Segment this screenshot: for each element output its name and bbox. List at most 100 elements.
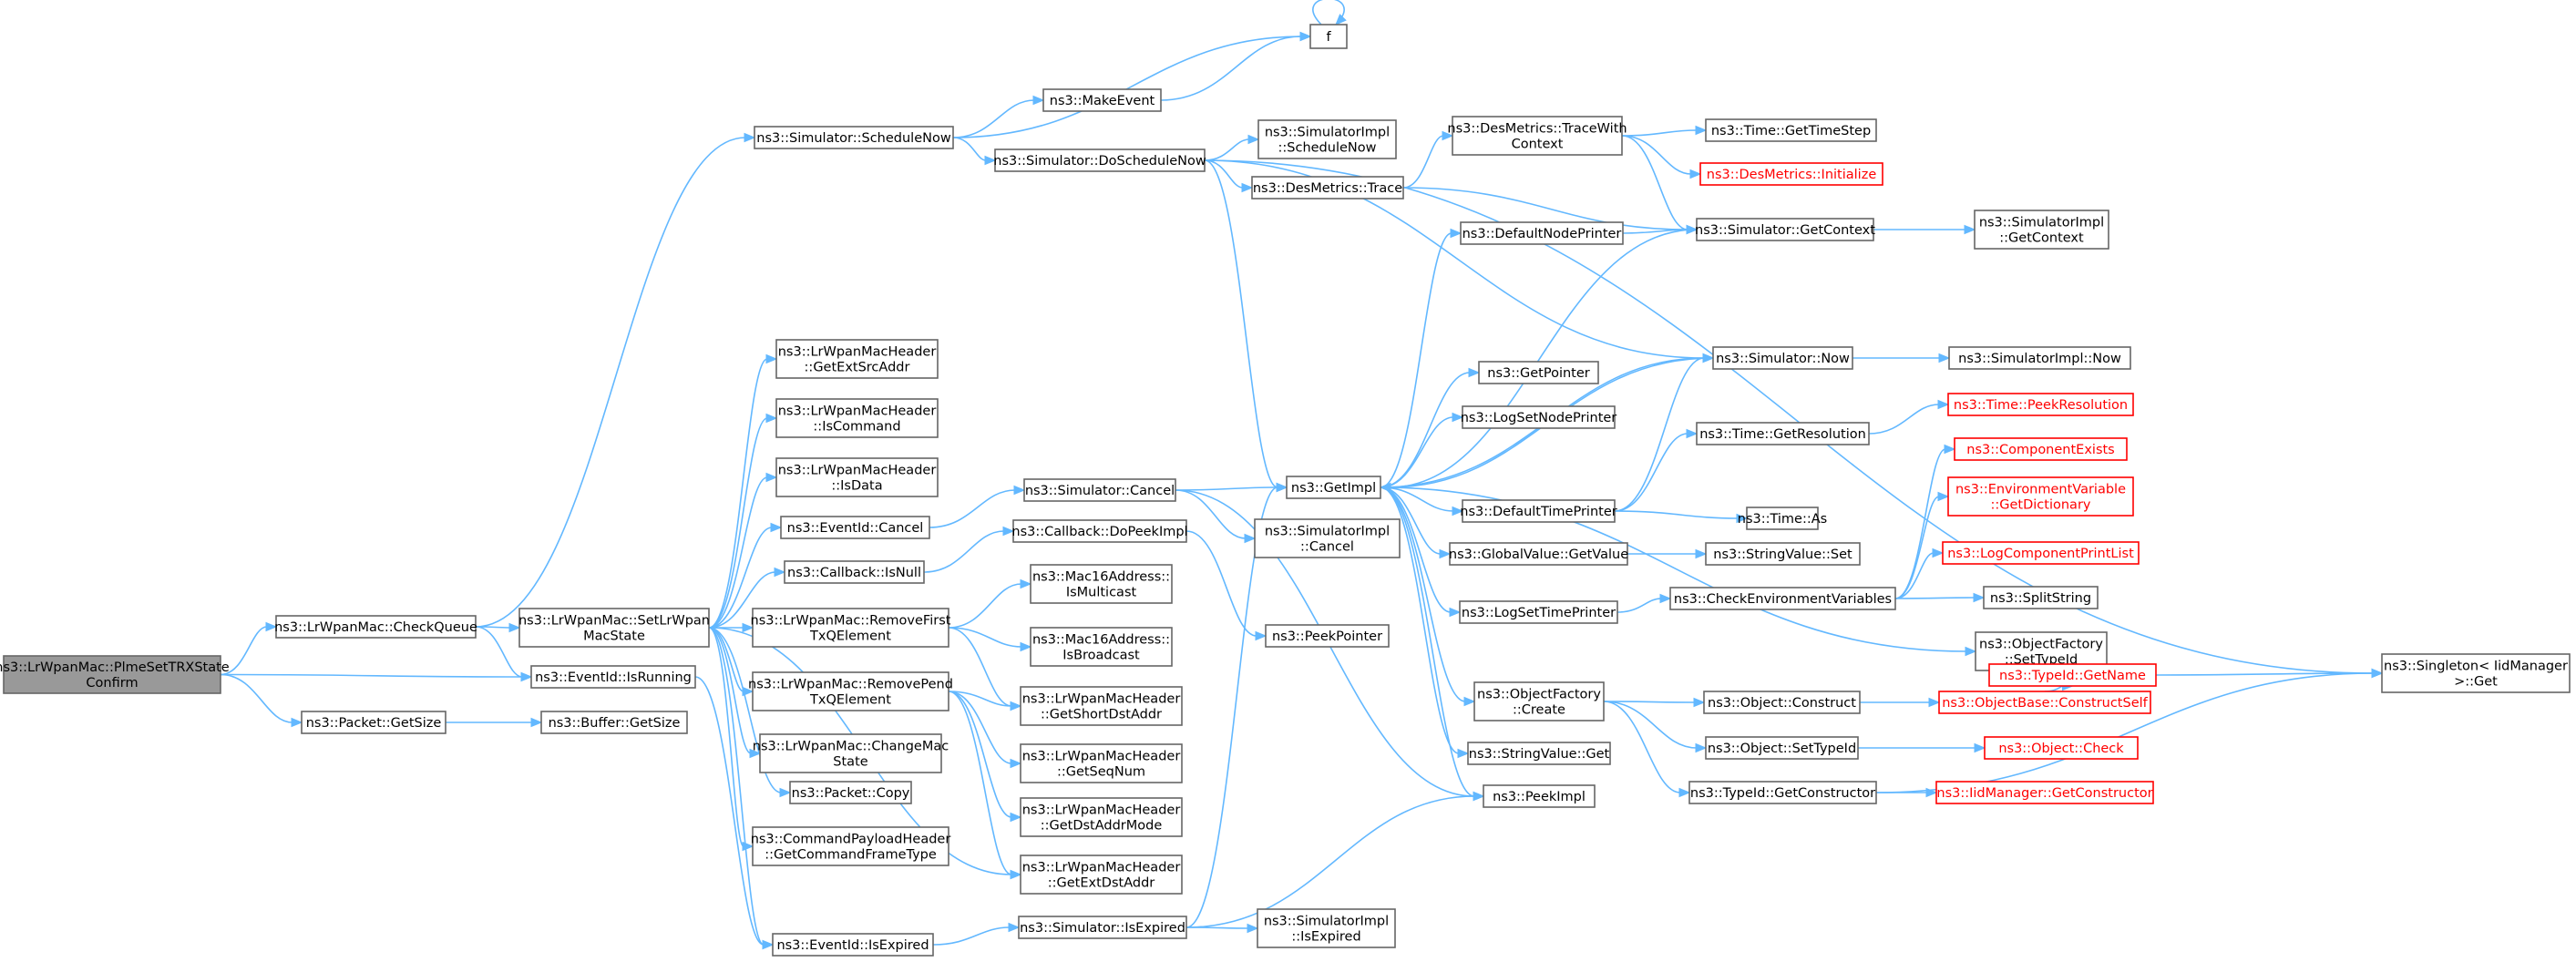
- node-box: [1462, 499, 1616, 523]
- edge-arrowhead: [1944, 444, 1956, 455]
- node-global-get-value[interactable]: ns3::GlobalValue::GetValue: [1449, 542, 1628, 566]
- node-obj-construct[interactable]: ns3::Object::Construct: [1703, 691, 1861, 714]
- node-sim-now[interactable]: ns3::Simulator::Now: [1712, 346, 1853, 370]
- node-sim-impl-cancel[interactable]: ns3::SimulatorImpl::Cancel: [1254, 518, 1401, 558]
- node-des-trace[interactable]: ns3::DesMetrics::Trace: [1251, 176, 1404, 200]
- node-packet-get-size[interactable]: ns3::Packet::GetSize: [301, 711, 446, 734]
- node-box: [752, 671, 949, 711]
- node-label-line: ns3::EventId::IsRunning: [535, 670, 692, 685]
- node-cmd-payload[interactable]: ns3::CommandPayloadHeader::GetCommandFra…: [751, 826, 951, 866]
- node-sim-get-context[interactable]: ns3::Simulator::GetContext: [1695, 218, 1875, 241]
- node-string-value-set[interactable]: ns3::StringValue::Set: [1705, 542, 1861, 566]
- node-time-get-step[interactable]: ns3::Time::GetTimeStep: [1705, 118, 1877, 142]
- node-string-value-get[interactable]: ns3::StringValue::Get: [1467, 742, 1611, 765]
- node-sim-impl-is-expired[interactable]: ns3::SimulatorImpl::IsExpired: [1257, 908, 1396, 948]
- node-get-seq-num[interactable]: ns3::LrWpanMacHeader::GetSeqNum: [1020, 743, 1183, 783]
- node-box: [1286, 476, 1381, 499]
- edge-arrowhead: [1695, 125, 1708, 136]
- node-peek-impl[interactable]: ns3::PeekImpl: [1483, 784, 1596, 808]
- node-box: [1699, 162, 1883, 186]
- node-do-schedule-now[interactable]: ns3::Simulator::DoScheduleNow: [993, 148, 1206, 172]
- edge-sim-is-expired-to-get-impl: [1185, 486, 1278, 928]
- node-obj-base-construct-self[interactable]: ns3::ObjectBase::ConstructSelf: [1938, 691, 2151, 714]
- node-obj-check[interactable]: ns3::Object::Check: [1984, 736, 2139, 760]
- node-label-line: Confirm: [86, 676, 138, 691]
- node-type-id-get-name[interactable]: ns3::TypeId::GetName: [1988, 663, 2157, 687]
- node-type-id-get-ctor[interactable]: ns3::TypeId::GetConstructor: [1688, 781, 1877, 804]
- edge-f-to-f: [1312, 0, 1345, 26]
- node-packet-copy[interactable]: ns3::Packet::Copy: [789, 781, 912, 804]
- node-label-line: ns3::SimulatorImpl::Now: [1958, 352, 2121, 366]
- node-get-pointer[interactable]: ns3::GetPointer: [1478, 361, 1599, 384]
- node-get-dst-mode[interactable]: ns3::LrWpanMacHeader::GetDstAddrMode: [1020, 797, 1183, 837]
- node-iid-get-ctor[interactable]: ns3::IidManager::GetConstructor: [1935, 781, 2154, 804]
- node-log-set-node[interactable]: ns3::LogSetNodePrinter: [1461, 405, 1617, 429]
- edge-event-is-running-to-event-is-expired: [694, 676, 765, 946]
- node-label-line: ns3::Simulator::ScheduleNow: [756, 131, 951, 146]
- node-event-is-running[interactable]: ns3::EventId::IsRunning: [530, 665, 696, 689]
- edge-time-get-res-to-time-peek-res: [1868, 404, 1940, 435]
- node-box: [1705, 118, 1877, 142]
- node-log-set-time[interactable]: ns3::LogSetTimePrinter: [1459, 600, 1618, 624]
- node-label-line: ::GetExtSrcAddr: [805, 361, 910, 375]
- node-buffer-get-size[interactable]: ns3::Buffer::GetSize: [540, 711, 688, 734]
- node-sim-impl-now[interactable]: ns3::SimulatorImpl::Now: [1948, 346, 2131, 370]
- node-label-line: ::GetExtDstAddr: [1048, 876, 1155, 891]
- node-callback-is-null[interactable]: ns3::Callback::IsNull: [784, 560, 925, 584]
- node-time-peek-res[interactable]: ns3::Time::PeekResolution: [1947, 393, 2134, 416]
- edge-root-to-check-queue: [220, 626, 268, 676]
- node-make-event[interactable]: ns3::MakeEvent: [1042, 88, 1162, 112]
- node-time-as[interactable]: ns3::Time::As: [1738, 507, 1827, 530]
- node-box: [1705, 542, 1861, 566]
- node-f[interactable]: f: [1309, 24, 1348, 49]
- node-get-ext-dst[interactable]: ns3::LrWpanMacHeader::GetExtDstAddr: [1020, 855, 1183, 895]
- node-label-line: ::IsExpired: [1291, 930, 1360, 945]
- node-sim-impl-get-context[interactable]: ns3::SimulatorImpl::GetContext: [1974, 210, 2109, 250]
- node-obj-factory-create[interactable]: ns3::ObjectFactory::Create: [1473, 681, 1605, 722]
- edge-default-node-printer-to-sim-get-context: [1622, 229, 1688, 234]
- node-box: [775, 457, 939, 497]
- node-event-is-expired[interactable]: ns3::EventId::IsExpired: [772, 933, 934, 957]
- edge-arrowhead: [1010, 812, 1022, 823]
- node-label-line: ::GetShortDstAddr: [1041, 708, 1162, 722]
- node-schedule-now[interactable]: ns3::Simulator::ScheduleNow: [754, 126, 954, 149]
- node-box: [1254, 518, 1401, 558]
- node-split-string[interactable]: ns3::SplitString: [1983, 586, 2099, 609]
- node-log-comp-print[interactable]: ns3::LogComponentPrintList: [1942, 541, 2140, 565]
- node-obj-set-type-id[interactable]: ns3::Object::SetTypeId: [1705, 736, 1859, 760]
- node-sim-is-expired[interactable]: ns3::Simulator::IsExpired: [1018, 916, 1187, 939]
- node-check-queue[interactable]: ns3::LrWpanMac::CheckQueue: [274, 615, 477, 639]
- node-default-time-printer[interactable]: ns3::DefaultTimePrinter: [1460, 499, 1617, 523]
- node-label-line: ns3::LrWpanMacHeader: [1022, 750, 1181, 764]
- node-box: [1669, 587, 1896, 610]
- node-time-get-res[interactable]: ns3::Time::GetResolution: [1696, 422, 1870, 445]
- node-label-line: ns3::LrWpanMac::PlmeSetTRXState: [0, 660, 230, 675]
- node-mac16broad[interactable]: ns3::Mac16Address::IsBroadcast: [1030, 627, 1173, 667]
- node-event-cancel[interactable]: ns3::EventId::Cancel: [780, 516, 930, 539]
- node-is-data[interactable]: ns3::LrWpanMacHeader::IsData: [775, 457, 939, 497]
- node-sim-impl-schedule-now[interactable]: ns3::SimulatorImpl::ScheduleNow: [1257, 119, 1397, 159]
- edge-des-trace-to-des-trace-with: [1402, 135, 1444, 189]
- node-env-var-dict[interactable]: ns3::EnvironmentVariable::GetDictionary: [1947, 476, 2134, 517]
- node-mac16multi[interactable]: ns3::Mac16Address::IsMulticast: [1030, 564, 1173, 604]
- node-singleton-get[interactable]: ns3::Singleton< IidManager>::Get: [2381, 653, 2571, 693]
- node-is-command[interactable]: ns3::LrWpanMacHeader::IsCommand: [775, 398, 939, 438]
- node-get-short-dst[interactable]: ns3::LrWpanMacHeader::GetShortDstAddr: [1020, 686, 1183, 726]
- node-callback-do-peek[interactable]: ns3::Callback::DoPeekImpl: [1011, 519, 1188, 543]
- node-get-impl[interactable]: ns3::GetImpl: [1286, 476, 1381, 499]
- node-comp-exists[interactable]: ns3::ComponentExists: [1954, 437, 2128, 461]
- node-get-ext-src[interactable]: ns3::LrWpanMacHeader::GetExtSrcAddr: [775, 339, 939, 379]
- edge-arrowhead: [1439, 548, 1452, 559]
- edge-arrowhead: [1463, 696, 1476, 707]
- node-des-init[interactable]: ns3::DesMetrics::Initialize: [1699, 162, 1883, 186]
- node-sim-cancel[interactable]: ns3::Simulator::Cancel: [1023, 478, 1176, 502]
- node-check-env[interactable]: ns3::CheckEnvironmentVariables: [1669, 587, 1896, 610]
- node-peek-pointer[interactable]: ns3::PeekPointer: [1265, 624, 1390, 648]
- node-default-node-printer[interactable]: ns3::DefaultNodePrinter: [1460, 221, 1624, 245]
